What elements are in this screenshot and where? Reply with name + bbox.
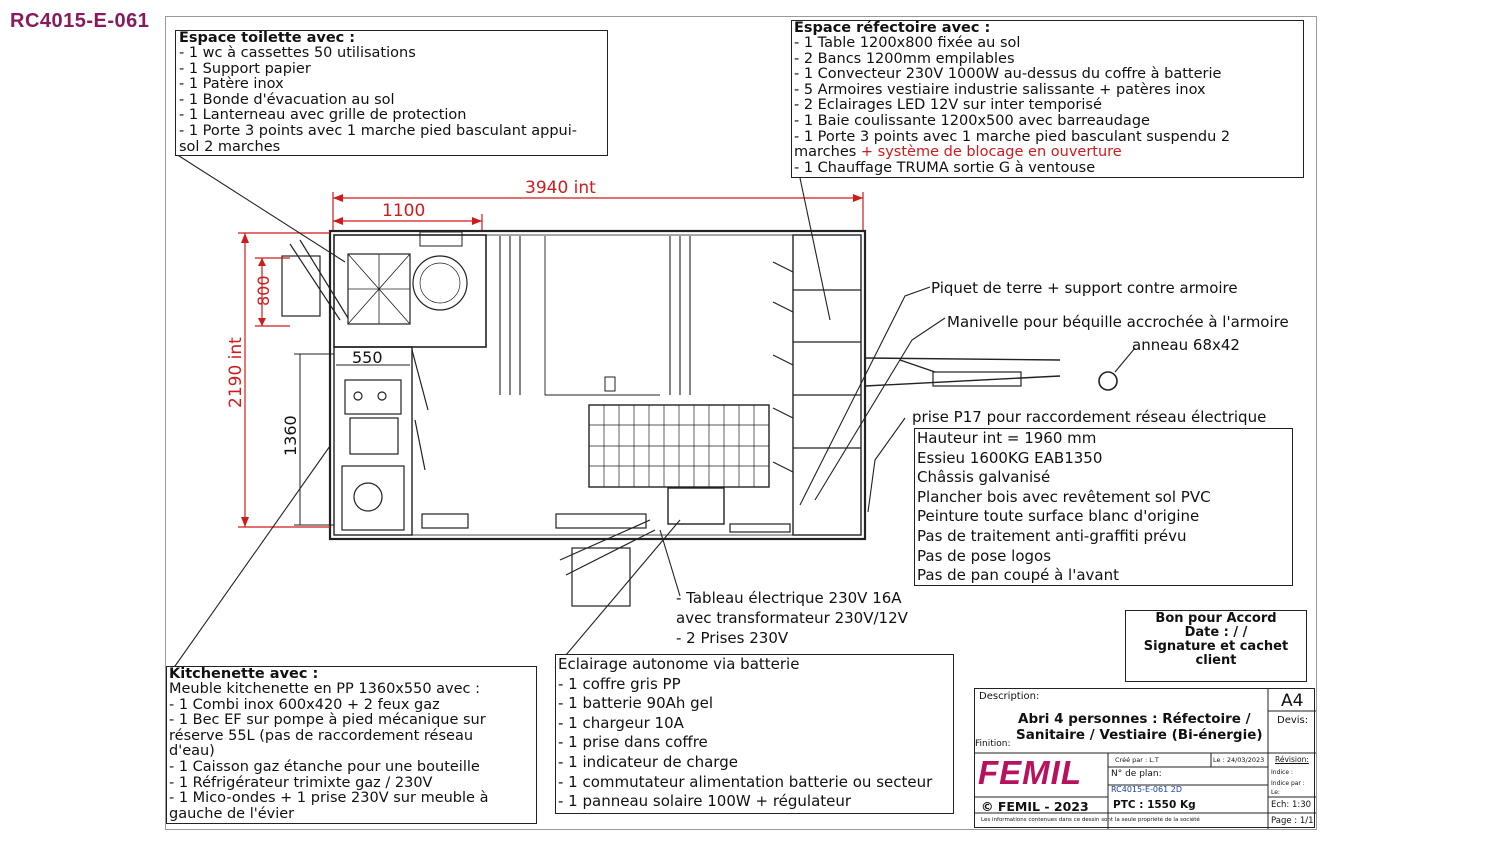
shell-outline <box>328 229 867 541</box>
drawing-sheet <box>165 16 1317 830</box>
callout-prise: prise P17 pour raccordement réseau élect… <box>912 408 1267 426</box>
refectoire-spec-box: Espace réfectoire avec : - 1 Table 1200x… <box>791 20 1304 178</box>
lockers <box>792 234 862 536</box>
tb-devis-label: Devis: <box>1277 715 1309 726</box>
tb-plan-number: RC4015-E-061 2D <box>1111 785 1182 794</box>
dim-overall-width: 2190 int <box>226 337 246 408</box>
tb-finition-label: Finition: <box>975 739 1011 749</box>
callout-manivelle: Manivelle pour béquille accrochée à l'ar… <box>947 313 1289 331</box>
electrical-panel <box>667 487 725 525</box>
tb-legal: Les informations contenues dans ce dessi… <box>981 817 1200 823</box>
tb-echelle: Ech: 1:30 <box>1271 800 1312 810</box>
dim-overall-length: 3940 int <box>525 178 596 198</box>
kitchenette-spec-box: Kitchenette avec : Meuble kitchenette en… <box>166 666 537 824</box>
tb-revision-label: Révision: <box>1275 755 1309 764</box>
femil-logo: FEMIL <box>978 754 1082 791</box>
tb-copyright: © FEMIL - 2023 <box>981 799 1089 814</box>
tb-format: A4 <box>1281 691 1304 711</box>
tb-plan-label: N° de plan: <box>1111 769 1162 779</box>
dim-toilet-length: 1100 <box>382 201 426 221</box>
document-id: RC4015-E-061 <box>10 10 150 32</box>
dim-toilet-width: 800 <box>254 275 273 306</box>
dim-kitchen-depth: 550 <box>352 348 383 367</box>
tb-page: Page : 1/1 <box>1271 816 1314 826</box>
title-block: Description: A4 Devis: Abri 4 personnes … <box>974 688 1316 829</box>
callout-anneau: anneau 68x42 <box>1132 336 1240 354</box>
tb-date: Le : 24/03/2023 <box>1213 756 1265 764</box>
approval-box[interactable]: Bon pour Accord Date : / / Signature et … <box>1125 610 1307 682</box>
wc-unit <box>412 255 468 311</box>
tb-ptc: PTC : 1550 Kg <box>1113 799 1196 811</box>
tb-title-line1: Abri 4 personnes : Réfectoire / <box>1018 711 1251 727</box>
callout-tableau: - Tableau électrique 230V 16A avec trans… <box>676 589 908 647</box>
tb-indice: Indice : <box>1271 769 1293 776</box>
kitchenette <box>333 346 413 536</box>
general-specs-box: Hauteur int = 1960 mm Essieu 1600KG EAB1… <box>914 428 1293 586</box>
tb-indice-le: Le: <box>1271 789 1280 796</box>
callout-piquet: Piquet de terre + support contre armoire <box>931 279 1238 297</box>
dim-kitchen-length: 1360 <box>281 415 300 456</box>
tb-cree-par: Créé par : L.T <box>1115 756 1159 764</box>
tb-description-label: Description: <box>979 691 1040 702</box>
toilet-spec-box: Espace toilette avec : - 1 wc à cassette… <box>175 30 608 156</box>
tb-title-line2: Sanitaire / Vestiaire (Bi-énergie) <box>1016 727 1263 743</box>
lighting-spec-box: Eclairage autonome via batterie - 1 coff… <box>555 654 954 814</box>
tb-indice-par: Indice par : <box>1271 780 1305 787</box>
